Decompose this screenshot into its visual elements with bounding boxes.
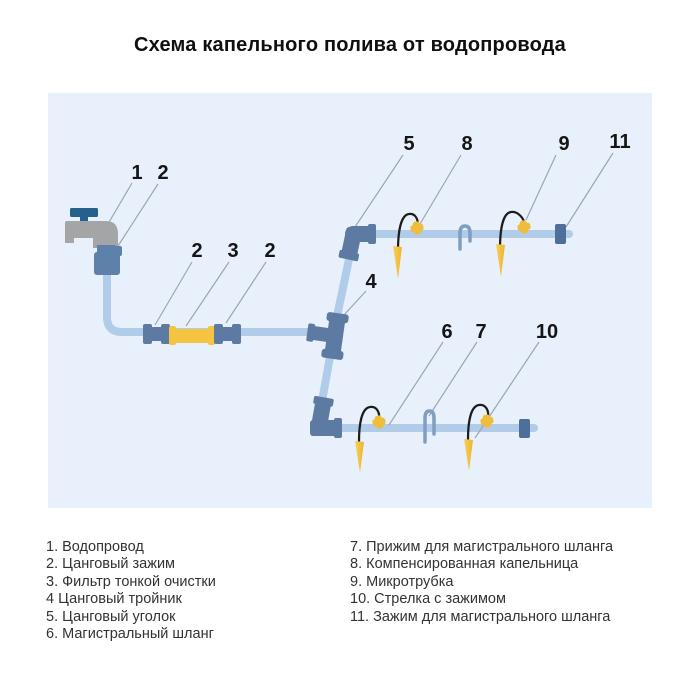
callout-9: 9 [558,133,569,155]
leader-line [352,154,404,231]
diagram-panel: 1 2 2 3 2 4 5 8 9 11 6 7 10 [48,93,652,508]
faucet-handle-stem [80,217,88,223]
dripper [480,414,494,428]
legend-column-left: 1. Водопровод 2. Цанговый зажим 3. Фильт… [46,539,216,643]
callout-1: 1 [131,162,142,184]
irrigation-diagram: 1 2 2 3 2 4 5 8 9 11 6 7 10 [65,131,631,473]
dripper [517,220,531,234]
faucet [65,208,122,275]
leader-line [225,261,267,324]
collet-elbow-bottom [310,395,342,438]
legend-item-3: 3. Фильтр тонкой очистки [46,573,216,590]
microtube-bottom-1 [357,405,381,444]
fine-filter [169,326,215,345]
dripper [372,415,386,429]
callout-8: 8 [461,133,472,155]
legend-item-9: 9. Микротрубка [350,573,454,590]
leader-line [525,154,557,221]
legend-item-4: 4 Цанговый тройник [46,591,182,608]
leader-line [154,261,193,326]
callout-6: 6 [441,321,452,343]
faucet-handle [70,208,98,217]
callout-2a: 2 [157,162,168,184]
supply-pipe [103,230,573,432]
drip-stake [355,441,364,473]
leader-lines [104,152,614,439]
legend-column-right: 7. Прижим для магистрального шланга 8. К… [350,539,613,626]
leader-line [117,183,159,247]
legend-item-8: 8. Компенсированная капельница [350,556,579,573]
microtube-bottom-2 [466,403,490,442]
legend-item-2: 2. Цанговый зажим [46,556,176,573]
collet-elbow-top [338,224,376,262]
hose-end-clamp-top [555,224,566,244]
callout-2b: 2 [191,240,202,262]
microtube-top-1 [396,212,419,253]
collet-clamp-left [143,324,170,344]
legend-item-6: 6. Магистральный шланг [46,626,214,643]
leader-line [388,341,444,426]
faucet-body [65,221,118,248]
callout-2c: 2 [264,240,275,262]
legend-item-10: 10. Стрелка с зажимом [350,591,506,608]
dripper [410,221,424,235]
hose-end-clamp-bottom [519,419,530,438]
callout-11: 11 [609,131,630,153]
callout-3: 3 [227,240,238,262]
collet-clamp-right [214,324,241,344]
callout-7: 7 [475,321,486,343]
callout-5: 5 [403,133,414,155]
holddown-clamp-top [458,224,472,251]
inlet-pipe [103,265,318,336]
drip-stake [496,244,505,277]
legend-item-7: 7. Прижим для магистрального шланга [350,539,614,555]
microtube-top-2 [498,210,526,251]
holddown-clamp-bottom [423,409,436,444]
page-title: Схема капельного полива от водопровода [133,34,566,56]
drip-stake [464,439,473,471]
faucet-collet-clamp [94,245,122,275]
collet-tee [306,312,349,360]
legend-item-1: 1. Водопровод [46,539,144,555]
leader-line [343,290,367,316]
callout-4: 4 [365,271,377,293]
drip-stake [393,246,402,279]
leader-line [419,154,462,225]
leader-line [565,152,614,228]
legend-item-11: 11. Зажим для магистрального шланга [350,608,611,625]
leader-line [428,341,478,417]
leader-line [185,261,230,327]
callout-10: 10 [536,321,558,343]
legend-item-5: 5. Цанговый уголок [46,608,176,625]
